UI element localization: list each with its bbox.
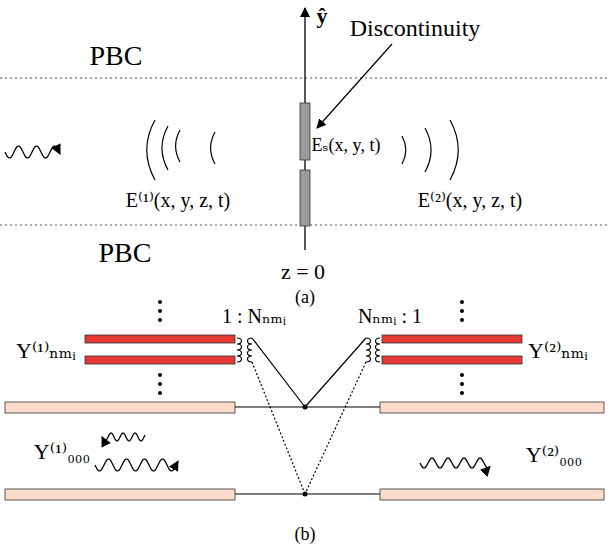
label: Eₛ(x, y, t) bbox=[312, 136, 381, 156]
label: E⁽²⁾(x, y, z, t) bbox=[418, 189, 523, 211]
transformer-coil bbox=[376, 338, 381, 362]
fundamental-line bbox=[380, 402, 604, 413]
label: (b) bbox=[295, 525, 316, 545]
junction-dot bbox=[303, 405, 308, 410]
label: Y⁽²⁾₀₀₀ bbox=[526, 443, 582, 467]
label: Y⁽²⁾ₙₘᵢ bbox=[528, 339, 588, 363]
label: Discontinuity bbox=[350, 15, 481, 41]
wavefront bbox=[211, 132, 215, 164]
wave bbox=[420, 458, 490, 468]
label: Y⁽¹⁾₀₀₀ bbox=[34, 440, 90, 464]
ellipsis-dot bbox=[460, 309, 464, 313]
label: Y⁽¹⁾ₙₘᵢ bbox=[16, 339, 76, 363]
wire bbox=[305, 338, 366, 407]
ellipsis-dot bbox=[460, 373, 464, 377]
wavefront bbox=[147, 120, 155, 180]
label: PBC bbox=[99, 238, 152, 269]
wavefront bbox=[402, 136, 406, 164]
wire bbox=[252, 338, 305, 407]
wavefront bbox=[450, 120, 458, 180]
ellipsis-dot bbox=[158, 391, 162, 395]
wave bbox=[95, 459, 178, 471]
ellipsis-dot bbox=[158, 300, 162, 304]
label: 1 : Nₙₘᵢ bbox=[222, 305, 286, 327]
transformer-coil bbox=[237, 338, 242, 362]
ellipsis-dot bbox=[158, 309, 162, 313]
modal-line bbox=[382, 356, 522, 364]
fundamental-line bbox=[5, 489, 235, 500]
plate bbox=[300, 170, 310, 226]
modal-line bbox=[85, 335, 235, 343]
wavefront bbox=[162, 126, 168, 170]
label: z = 0 bbox=[281, 260, 325, 284]
ellipsis-dot bbox=[158, 382, 162, 386]
modal-line bbox=[85, 356, 235, 364]
label: PBC bbox=[90, 41, 143, 72]
label: (a) bbox=[295, 288, 315, 308]
leader-arrow bbox=[317, 44, 392, 128]
label: E⁽¹⁾(x, y, z, t) bbox=[126, 189, 231, 211]
ellipsis-dot bbox=[460, 318, 464, 322]
fundamental-line bbox=[380, 489, 604, 500]
wire bbox=[305, 362, 366, 494]
ellipsis-dot bbox=[460, 391, 464, 395]
wire bbox=[252, 362, 305, 494]
wave bbox=[5, 146, 60, 158]
label: Nₙₘᵢ : 1 bbox=[358, 305, 422, 327]
ellipsis-dot bbox=[158, 318, 162, 322]
fundamental-line bbox=[5, 402, 235, 413]
transformer-coil bbox=[366, 338, 371, 362]
ellipsis-dot bbox=[158, 373, 162, 377]
wavefront bbox=[176, 130, 180, 162]
transformer-coil bbox=[248, 338, 253, 362]
junction-dot bbox=[303, 492, 308, 497]
plate bbox=[300, 103, 310, 160]
ellipsis-dot bbox=[460, 382, 464, 386]
modal-line bbox=[382, 335, 522, 343]
wavefront bbox=[425, 128, 431, 172]
ellipsis-dot bbox=[460, 300, 464, 304]
wave bbox=[102, 433, 145, 441]
label: ŷ bbox=[317, 4, 328, 28]
